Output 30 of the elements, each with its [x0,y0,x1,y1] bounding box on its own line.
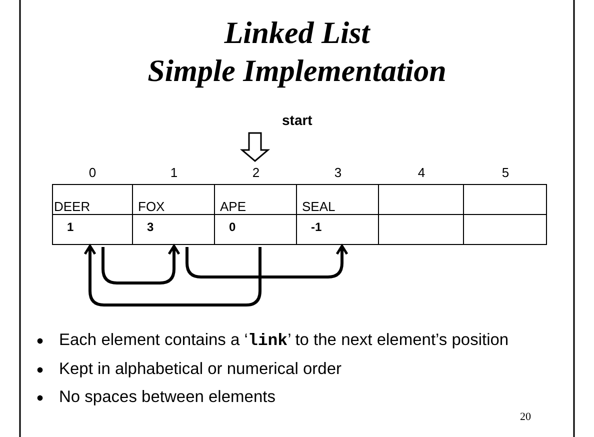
array-slot [297,165,379,245]
element-value: DEER [54,200,90,214]
bullet-point: Kept in alphabetical or numerical order [59,360,342,378]
link-arrow [186,244,348,278]
link-arrow [84,244,262,306]
bullet-point: No spaces between elements [59,388,276,406]
element-value: FOX [138,200,165,214]
index-number: 0 [88,165,98,181]
index-number: 5 [500,165,510,181]
array-slot [379,165,464,245]
page-number: 20 [520,411,531,423]
index-number: 1 [169,165,179,181]
link-arrow [102,244,180,284]
link-value: -1 [311,220,322,234]
bullet-point: Each element contains a ‘link’ to the next element’s position [59,331,509,349]
array-slot [215,165,297,245]
link-value: 0 [229,220,236,234]
index-number: 2 [251,165,261,181]
array-slot [52,165,133,245]
pointer-label: start [282,112,312,128]
link-value: 3 [147,220,154,234]
array-slot [464,165,547,245]
block-arrow [240,132,270,162]
array-slot [133,165,215,245]
link-value: 1 [67,220,74,234]
element-value: SEAL [302,200,336,214]
element-value: APE [220,200,246,214]
index-number: 3 [333,165,343,181]
slide-title: Linked List Simple Implementation [147,14,447,90]
index-number: 4 [416,165,426,181]
